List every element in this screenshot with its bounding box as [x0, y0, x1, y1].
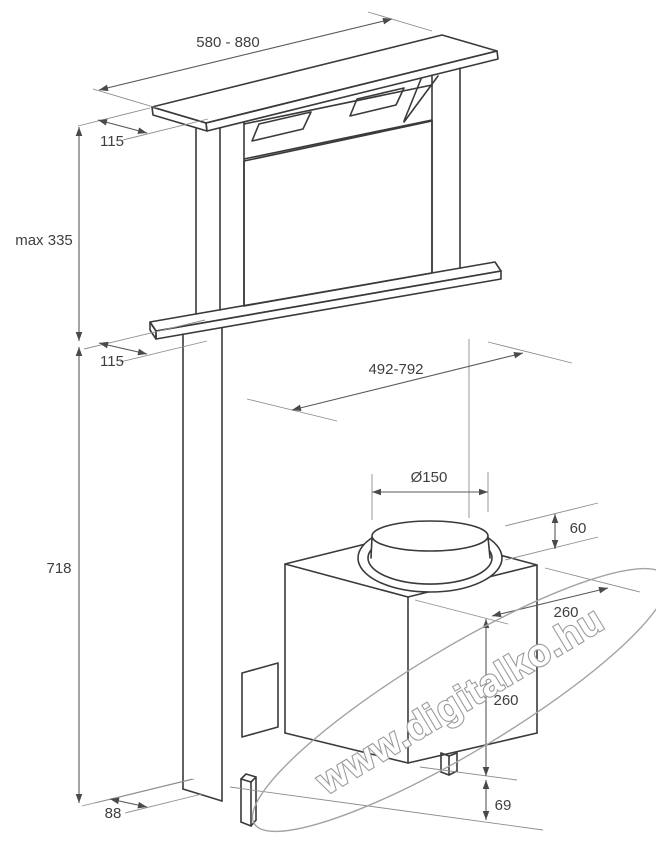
dim-top-width: 580 - 880: [92, 11, 433, 109]
dim-collar-height-label: 60: [570, 520, 587, 537]
dim-cap-depth-label: 115: [100, 133, 124, 150]
foot-left: [240, 773, 257, 827]
dim-cap-depth: 115: [77, 107, 209, 150]
dim-foot-height-label: 69: [495, 797, 512, 814]
foot-right: [440, 752, 458, 776]
vent-band: [243, 75, 439, 160]
vent-slot-right: [349, 87, 405, 117]
duct-collar: [357, 520, 503, 593]
left-support-column: [195, 121, 245, 315]
dim-top-width-label: 580 - 880: [196, 34, 259, 51]
worktop: [149, 261, 502, 340]
outlet-cutout: [241, 662, 279, 738]
dim-height-718: 718: [46, 319, 206, 807]
dim-max-raise-label: max 335: [15, 232, 73, 249]
dim-motor-height-label: 260: [493, 692, 518, 709]
dim-motor-depth: 260: [414, 567, 641, 625]
below-counter-housing: [182, 327, 279, 802]
watermark-oval: [251, 567, 656, 833]
right-support-column: [431, 67, 461, 273]
floor-line: [229, 766, 544, 831]
dim-base-setback: 88: [94, 778, 203, 822]
dim-motor-height: 260: [482, 619, 519, 776]
dim-duct-offset: 492-792: [246, 339, 573, 518]
vent-slot-left: [251, 111, 312, 142]
dim-collar-height: 60: [504, 502, 599, 561]
watermark-text: www.digitalko.hu: [309, 599, 612, 804]
dim-foot-height: 69: [482, 780, 512, 820]
dim-max-raise: max 335: [15, 127, 83, 341]
dim-duct-diameter: Ø150: [371, 469, 489, 520]
collar-top-opening: [371, 520, 489, 552]
dim-duct-diameter-label: Ø150: [411, 469, 448, 486]
dim-motor-depth-label: 260: [553, 604, 578, 621]
dim-worktop-setback-label: 115: [100, 353, 124, 370]
dim-duct-offset-label: 492-792: [368, 361, 423, 378]
band-end-wedge: [403, 75, 439, 123]
dim-worktop-setback: 115: [98, 340, 208, 370]
dim-base-setback-label: 88: [105, 805, 122, 822]
dim-height-718-label: 718: [46, 560, 71, 577]
